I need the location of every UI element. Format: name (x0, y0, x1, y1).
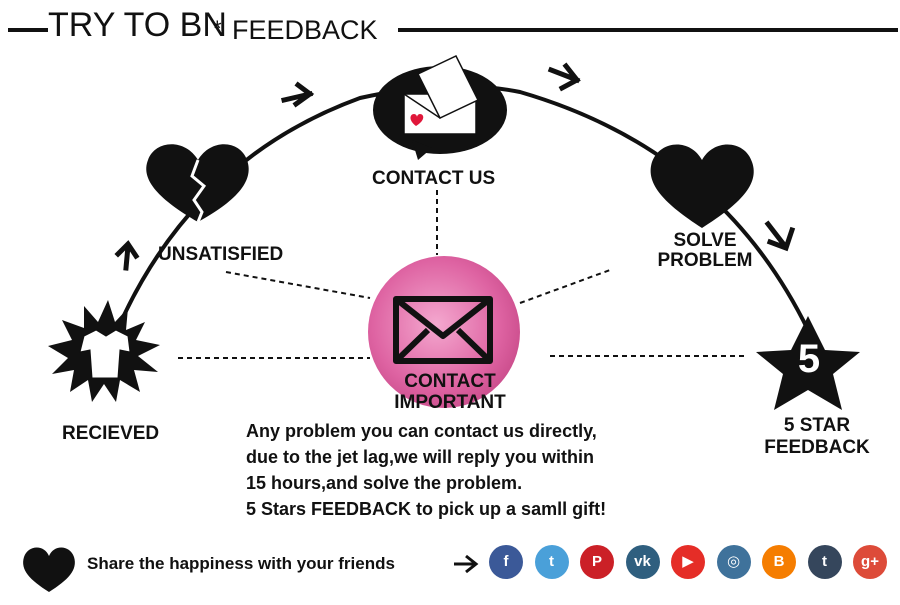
vk-icon[interactable]: vk (625, 545, 660, 579)
step-label-recieved: RECIEVED (62, 423, 160, 444)
message-line: 5 Stars FEEDBACK to pick up a samll gift… (246, 499, 607, 519)
arrow-right-icon (281, 81, 315, 108)
step-label-contact-us: CONTACT US (372, 168, 496, 189)
step-label-solve-problem: SOLVE PROBLEM (657, 230, 753, 271)
header-title-left: TRY TO BN (48, 6, 227, 44)
shirt-burst-icon (48, 300, 160, 402)
share-text: Share the happiness with your friends (87, 554, 395, 573)
footer-heart-icon (23, 547, 75, 592)
message-line: Any problem you can contact us directly, (246, 421, 597, 441)
center-contact-circle (368, 256, 520, 408)
star-icon (756, 316, 860, 410)
tumblr-icon[interactable]: t (807, 545, 842, 579)
message-block: Any problem you can contact us directly,… (246, 418, 686, 522)
step-label-unsatisfied: UNSATISFIED (158, 244, 284, 265)
header-title-right: FEEDBACK (232, 15, 378, 45)
instagram-icon[interactable]: ◎ (716, 545, 751, 579)
heart-icon (650, 144, 754, 228)
blogger-icon[interactable]: B (762, 545, 796, 579)
twitter-icon[interactable]: t (534, 545, 569, 579)
google-plus-icon[interactable]: g+ (853, 545, 887, 579)
header-title-star: * (213, 16, 222, 41)
message-line: due to the jet lag,we will reply you wit… (246, 447, 595, 467)
message-line: 15 hours,and solve the problem. (246, 473, 523, 493)
contact-speech-bubble-icon (373, 55, 507, 160)
arrow-up-icon (114, 240, 140, 271)
dashed-connectors (178, 190, 748, 359)
envelope-icon (393, 296, 493, 364)
pinterest-icon[interactable]: P (580, 545, 614, 579)
facebook-icon[interactable]: f (489, 545, 523, 579)
share-arrow-icon (454, 554, 479, 574)
broken-heart-icon (146, 144, 249, 223)
youtube-icon[interactable]: ▶ (671, 545, 705, 579)
arc-arrows (114, 62, 796, 271)
center-label-contact-important: CONTACT IMPORTANT (394, 371, 506, 413)
step-label-five-star-feedback: 5 STAR FEEDBACK (764, 415, 870, 458)
arrow-down-icon (764, 220, 796, 252)
arrow-right-icon-2 (547, 62, 581, 92)
star-number: 5 (797, 337, 821, 381)
